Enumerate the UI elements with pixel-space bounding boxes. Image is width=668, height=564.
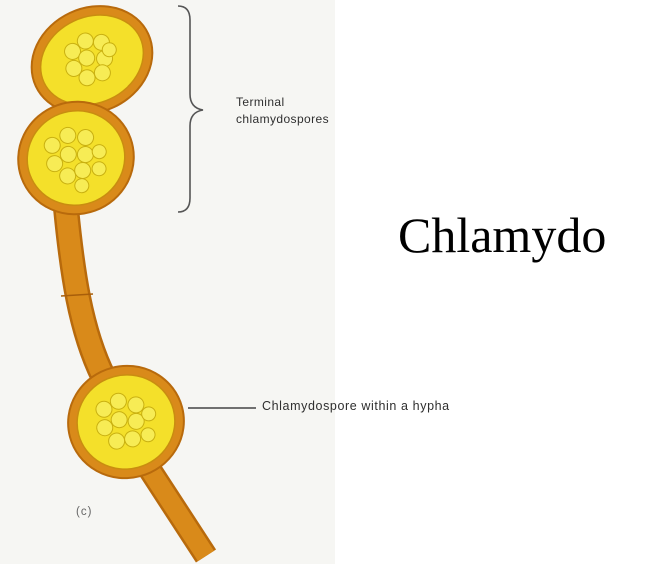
- terminal-chlamydospores-label: Terminal chlamydospores: [236, 94, 329, 128]
- slide-title: Chlamydo: [398, 206, 606, 264]
- terminal-label-line2: chlamydospores: [236, 111, 329, 128]
- chlamydospore-within-hypha-label: Chlamydospore within a hypha: [262, 399, 450, 413]
- panel-letter: (c): [76, 506, 92, 518]
- terminal-label-line1: Terminal: [236, 94, 329, 111]
- bracket: [178, 6, 203, 212]
- intercalary-chlamydospore: [55, 353, 196, 491]
- terminal-chlamydospore-middle: [2, 86, 149, 231]
